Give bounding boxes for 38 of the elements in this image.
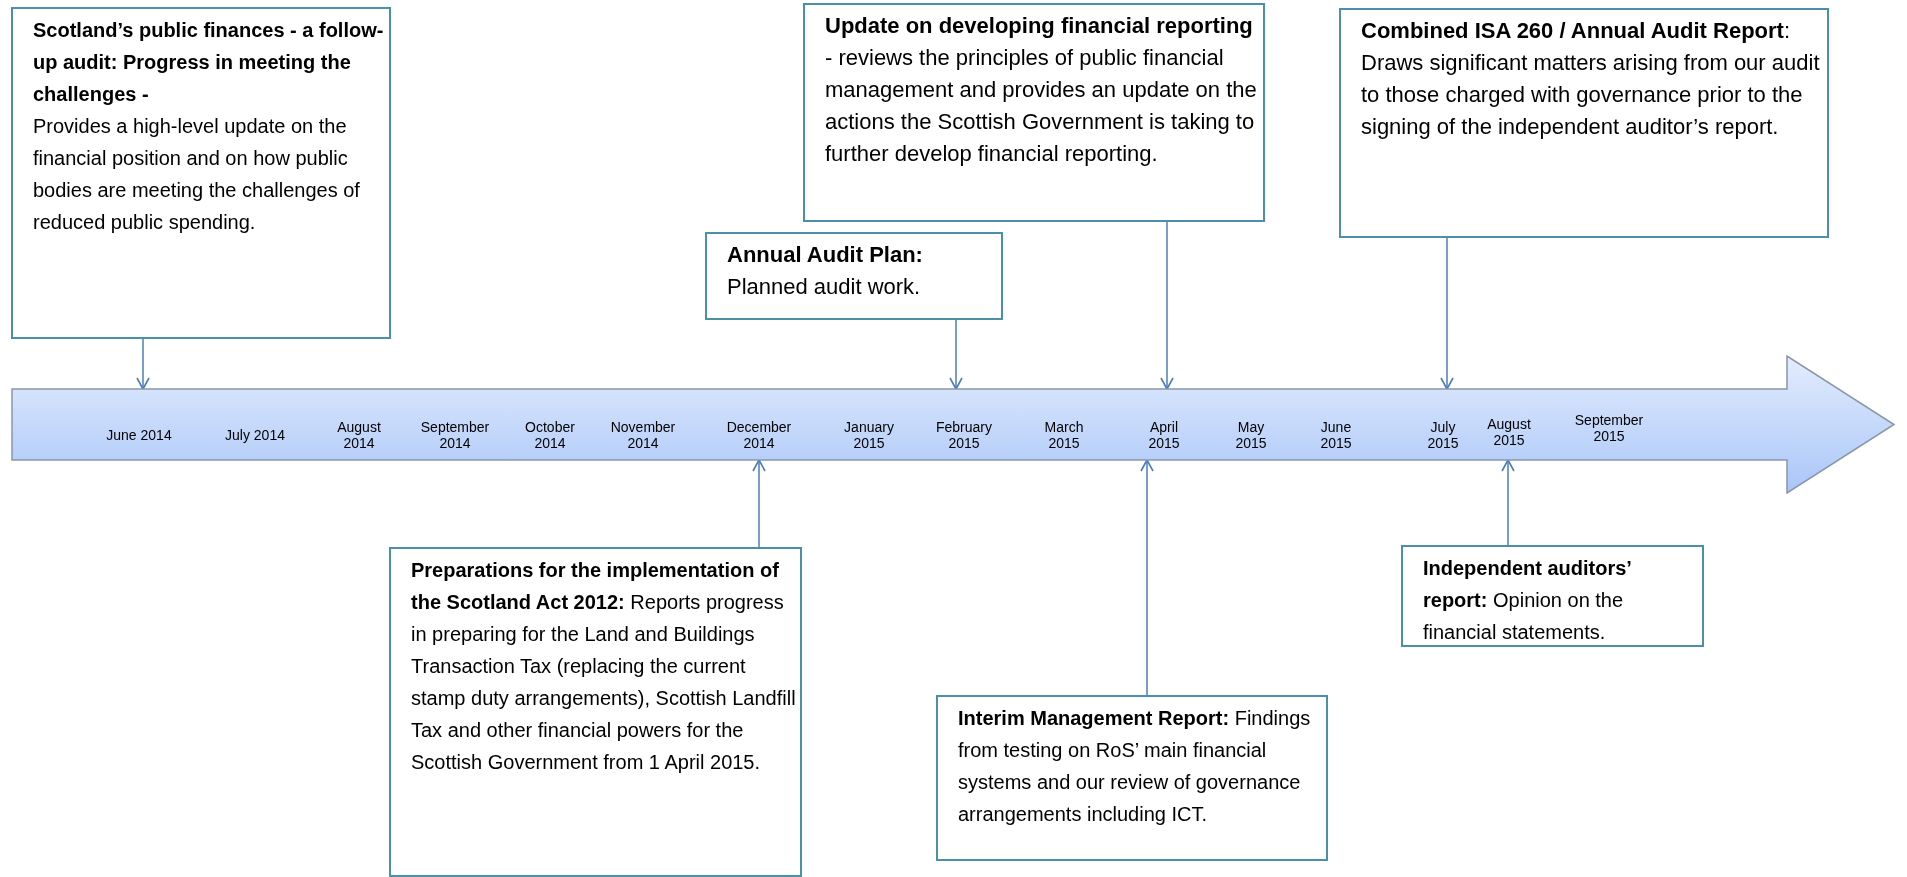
arrow — [1160, 221, 1174, 390]
callout-box — [389, 547, 802, 877]
callout-text: Annual Audit Plan: Planned audit work. — [727, 241, 924, 301]
month-label: May 2015 — [1235, 419, 1267, 451]
month-label: November 2014 — [610, 419, 676, 451]
callout-text: Preparations for the implementation of the Scotland Act 2012: Reports progress in preparing for the Land and Buildings Transaction Tax (replacing the current stamp duty arrangements), Scottish Landfill Tax and other financial powers for the Scottish Government from 1 April 2015. — [411, 558, 796, 775]
callout-box — [1401, 545, 1704, 647]
month-label: June 2015 — [1320, 419, 1352, 451]
callout-box — [936, 695, 1328, 861]
arrow — [136, 338, 150, 390]
arrow — [949, 319, 963, 390]
arrow — [1140, 459, 1154, 696]
month-label: July 2015 — [1427, 419, 1459, 451]
month-label: April 2015 — [1148, 419, 1180, 451]
callout-text: Scotland’s public finances - a follow-up audit: Progress in meeting the challenges - — [33, 18, 385, 107]
month-label: January 2015 — [844, 419, 894, 451]
arrow — [1501, 459, 1515, 546]
callout-box — [11, 7, 391, 339]
callout-box — [705, 232, 1003, 320]
arrow — [752, 459, 766, 548]
month-label: June 2014 — [106, 427, 172, 443]
month-label: October 2014 — [525, 419, 575, 451]
callout-text: Provides a high-level update on the financial position and on how public bodies are meeting the challenges of reduced public spending. — [33, 114, 361, 235]
arrow — [1440, 237, 1454, 390]
callout-text: Update on developing financial reporting - reviews the principles of public financial management and provides an update on the actions the Scottish Government is taking to further develop financial reporting. — [825, 12, 1258, 168]
month-label: September 2015 — [1574, 412, 1644, 444]
month-label: February 2015 — [936, 419, 992, 451]
callout-box — [1339, 8, 1829, 238]
callout-text: Combined ISA 260 / Annual Audit Report: Draws significant matters arising from our audit to those charged with governance prior to the signing of the independent auditor’s report. — [1361, 17, 1821, 141]
callout-text: Independent auditors’ report: Opinion on the financial statements. — [1423, 556, 1632, 645]
month-label: December 2014 — [726, 419, 792, 451]
callout-text: Interim Management Report: Findings from testing on RoS’ main financial systems and our review of governance arrangements including ICT. — [958, 706, 1312, 827]
callout-box — [803, 3, 1265, 222]
month-label: July 2014 — [225, 427, 285, 443]
month-label: September 2014 — [420, 419, 490, 451]
month-label: August 2015 — [1487, 416, 1531, 448]
month-label: March 2015 — [1044, 419, 1084, 451]
month-label: August 2014 — [337, 419, 381, 451]
